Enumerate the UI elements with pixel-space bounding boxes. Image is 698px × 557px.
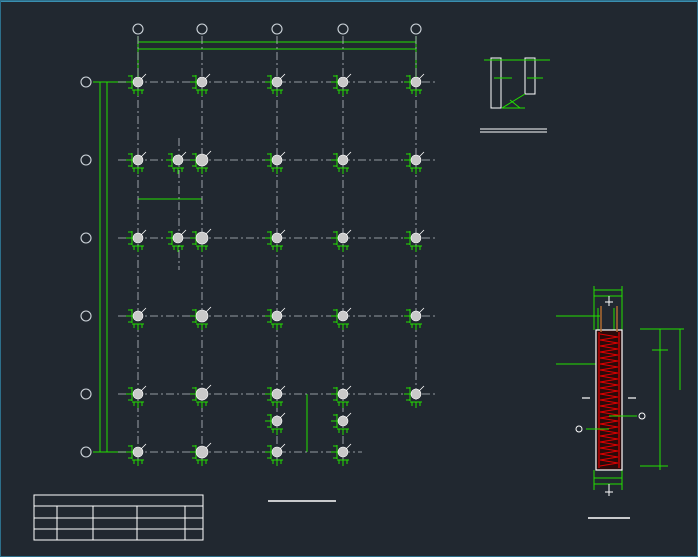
rebar-spiral-segment xyxy=(599,363,619,371)
axis-bubble-top-2 xyxy=(196,23,208,35)
pile-cap xyxy=(190,384,212,408)
axis-bubble-left-1 xyxy=(80,76,92,88)
pile-cap xyxy=(190,150,212,174)
rebar-spiral-segment xyxy=(599,387,619,395)
pile-cap-extra xyxy=(331,412,352,435)
rebar-spiral-segment xyxy=(599,351,619,359)
pile-cap xyxy=(126,229,147,252)
pile-cap xyxy=(126,307,147,330)
pile-cap xyxy=(404,385,425,408)
rebar-spiral-segment xyxy=(599,393,619,401)
rebar-spiral-segment xyxy=(599,333,619,341)
pile-cap xyxy=(190,73,211,96)
rebar-spiral-segment xyxy=(599,459,619,467)
axis-bubble-left-3 xyxy=(80,232,92,244)
pile-cap xyxy=(126,151,147,174)
axis-bubble-left-4 xyxy=(80,310,92,322)
rebar-spiral-segment xyxy=(599,411,619,419)
pile-cap xyxy=(265,307,286,330)
axis-bubble-left-5 xyxy=(80,388,92,400)
pile-caps xyxy=(126,73,425,466)
rebar-spiral-segment xyxy=(599,345,619,353)
pile-cap xyxy=(265,385,286,408)
pile-cap xyxy=(404,73,425,96)
pile-cap xyxy=(265,73,286,96)
rebar-spiral-segment xyxy=(599,357,619,365)
plan-dimension-lines xyxy=(93,36,417,453)
axis-bubble-top-3 xyxy=(271,23,283,35)
rebar-spiral-segment xyxy=(599,453,619,461)
pile-section-detail xyxy=(556,286,684,519)
rebar-spiral-segment xyxy=(599,429,619,437)
pile-cap-secondary xyxy=(166,229,187,252)
pile-cap xyxy=(404,229,425,252)
pile-cap xyxy=(331,151,352,174)
pile-cap xyxy=(404,307,425,330)
pile-cap xyxy=(190,306,212,330)
viewport-top-edge xyxy=(0,0,698,2)
rebar-spiral-segment xyxy=(599,375,619,383)
rebar-spiral-segment xyxy=(599,447,619,455)
rebar-spiral-segment xyxy=(599,381,619,389)
rebar-spiral-segment xyxy=(599,405,619,413)
pile-cap xyxy=(126,73,147,96)
axis-bubble-left-6 xyxy=(80,446,92,458)
axis-bubbles xyxy=(80,23,422,458)
pile-cap xyxy=(265,443,286,466)
pile-cap xyxy=(190,442,212,466)
pile-cap xyxy=(331,443,352,466)
title-block-table xyxy=(33,494,204,541)
pile-cap xyxy=(404,151,425,174)
cap-section-detail xyxy=(480,57,550,133)
pile-cap-extra xyxy=(265,412,286,435)
axis-bubble-top-4 xyxy=(337,23,349,35)
axis-bubble-top-5 xyxy=(410,23,422,35)
pile-cap xyxy=(331,229,352,252)
pile-cap xyxy=(126,443,147,466)
pile-cap xyxy=(265,151,286,174)
rebar-spiral-segment xyxy=(599,417,619,425)
rebar-spiral-segment xyxy=(599,369,619,377)
axis-bubble-top-1 xyxy=(132,23,144,35)
pile-cap-secondary xyxy=(166,151,187,174)
pile-cap xyxy=(126,385,147,408)
pile-cap xyxy=(331,385,352,408)
pile-cap xyxy=(331,307,352,330)
rebar-spiral-segment xyxy=(599,435,619,443)
rebar-spiral-segment xyxy=(599,399,619,407)
pile-cap xyxy=(265,229,286,252)
axis-bubble-left-2 xyxy=(80,154,92,166)
pile-cap xyxy=(190,228,212,252)
rebar-spiral-segment xyxy=(599,441,619,449)
pile-cap xyxy=(331,73,352,96)
rebar-spiral-segment xyxy=(599,339,619,347)
